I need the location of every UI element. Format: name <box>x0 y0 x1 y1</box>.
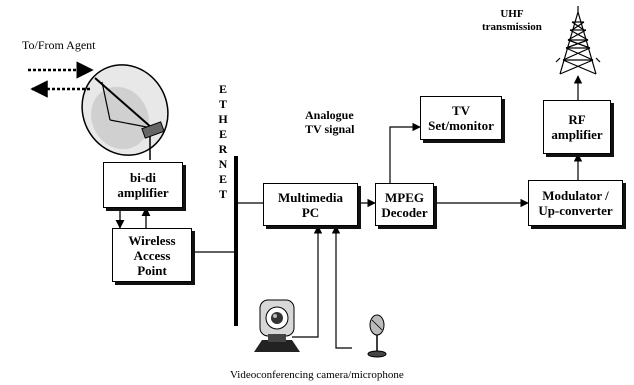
ethernet-label: E T H E R N E T <box>218 82 228 201</box>
videoconferencing-caption: Videoconferencing camera/microphone <box>230 369 404 381</box>
to-from-agent-label: To/From Agent <box>22 38 96 52</box>
wireless-access-point-box: Wireless Access Point <box>112 228 192 282</box>
multimedia-pc-box: Multimedia PC <box>263 183 358 226</box>
transmission-tower-icon <box>555 6 601 75</box>
rf-amplifier-box: RF amplifier <box>543 100 611 154</box>
microphone-icon <box>367 314 387 358</box>
bidi-amplifier-box: bi-di amplifier <box>103 162 183 208</box>
satellite-dish-icon <box>81 64 169 160</box>
analogue-tv-signal-label: Analogue TV signal <box>305 108 355 136</box>
tv-set-monitor-box: TV Set/monitor <box>420 96 502 140</box>
webcam-icon <box>254 299 300 352</box>
mpeg-decoder-box: MPEG Decoder <box>375 183 434 226</box>
uhf-transmission-label: UHF transmission <box>482 8 542 33</box>
modulator-upconverter-box: Modulator / Up-converter <box>528 180 623 226</box>
